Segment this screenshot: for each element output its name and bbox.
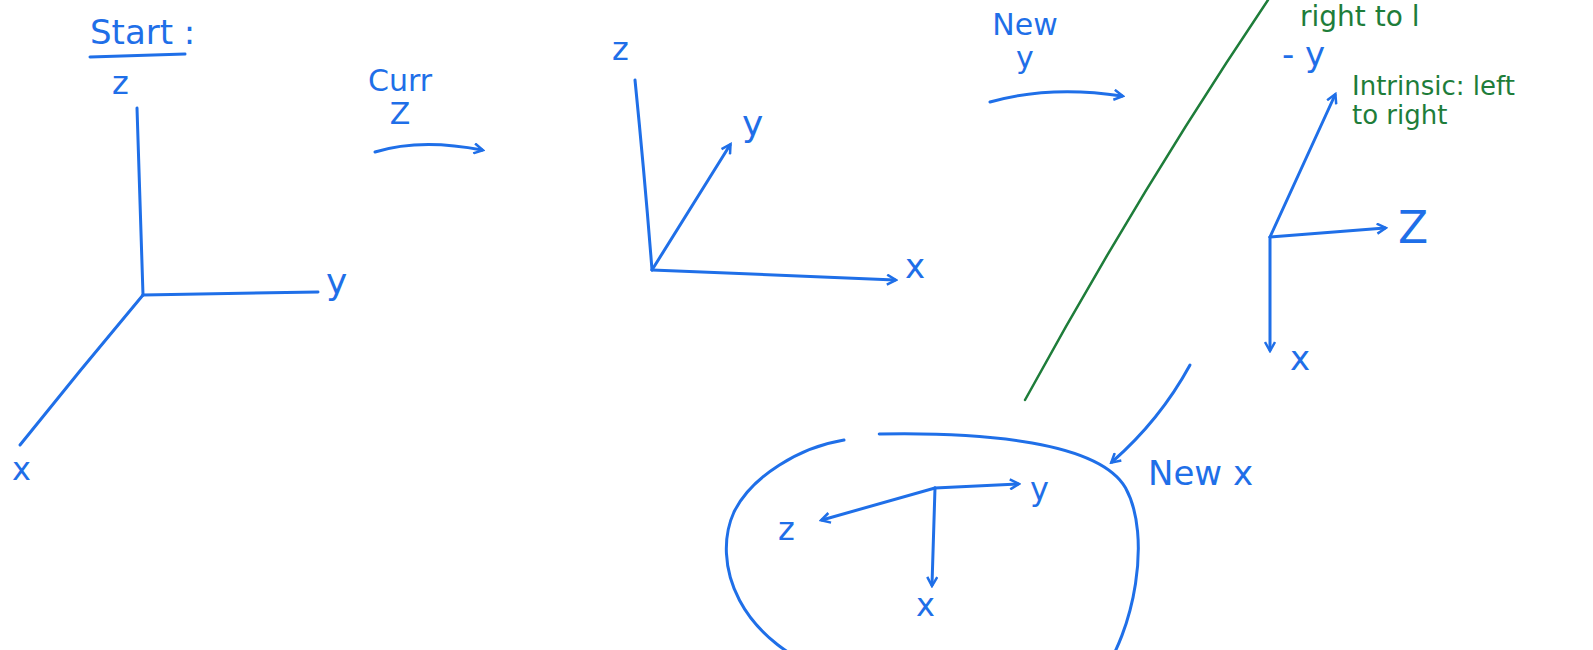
z-axis xyxy=(1270,228,1385,237)
axis-label: Z xyxy=(1398,204,1428,252)
axis-label: x xyxy=(1290,340,1310,377)
axis-label: z xyxy=(778,512,795,547)
axis-label: x xyxy=(12,452,31,487)
divider-line xyxy=(1025,0,1268,400)
axis-label: y xyxy=(1030,472,1049,507)
axis-label: x xyxy=(916,588,935,623)
y-axis xyxy=(143,292,318,295)
rotation-arrow xyxy=(375,144,482,152)
y-axis xyxy=(1270,95,1335,237)
axis-label: z xyxy=(612,32,629,67)
x-axis xyxy=(652,270,895,280)
axis-label: y xyxy=(326,262,347,302)
x-axis xyxy=(1269,237,1272,350)
axis-label: - y xyxy=(1282,36,1325,73)
heading: Start : xyxy=(90,14,195,51)
z-axis xyxy=(822,488,935,520)
y-axis xyxy=(935,484,1018,488)
axis-label: x xyxy=(905,248,925,285)
y-axis xyxy=(652,145,730,270)
rotation-label: Curr Z xyxy=(360,64,440,130)
rotation-arrow xyxy=(1112,365,1190,462)
x-axis xyxy=(932,488,935,585)
rotation-label: New y xyxy=(980,8,1070,74)
axis-label: y xyxy=(742,104,763,144)
underline xyxy=(90,54,185,57)
note: right to l xyxy=(1300,2,1419,33)
z-axis xyxy=(137,108,143,295)
rotation-label: New x xyxy=(1148,455,1253,492)
z-axis xyxy=(635,80,652,270)
note: Intrinsic: left to right xyxy=(1352,72,1532,129)
rotation-arrow xyxy=(990,92,1122,102)
circled-frame: y z x xyxy=(712,428,1152,650)
x-axis xyxy=(20,295,143,445)
axis-label: z xyxy=(112,66,129,101)
